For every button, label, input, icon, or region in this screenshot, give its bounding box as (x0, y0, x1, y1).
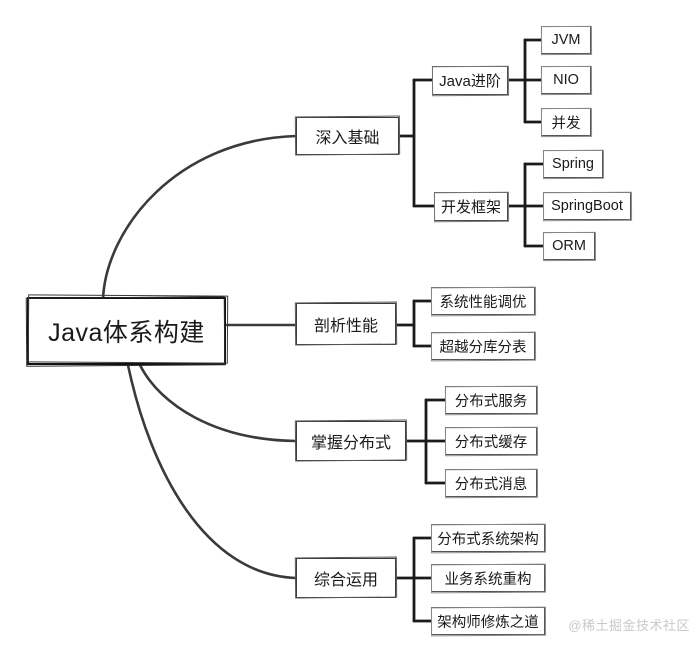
leaf-node-fenbushi-xitong-jiagou[interactable]: 分布式系统架构 (431, 524, 545, 552)
leaf-node-fenbushi-huancun[interactable]: 分布式缓存 (445, 427, 537, 455)
node-java-jinjie[interactable]: Java进阶 (432, 66, 508, 95)
leaf-node-jvm[interactable]: JVM (541, 26, 591, 54)
link-root-to-zonghe (126, 363, 298, 580)
leaf-node-yewu-xitong-zhonggou[interactable]: 业务系统重构 (431, 564, 545, 592)
branch-node-zhangwo-fenbushi[interactable]: 掌握分布式 (296, 421, 406, 461)
root-node[interactable]: Java体系构建 (27, 297, 226, 365)
leaf-node-spring[interactable]: Spring (543, 150, 603, 178)
branch-node-shenru-jichu[interactable]: 深入基础 (296, 117, 399, 155)
leaf-node-fenbushi-xiaoxi[interactable]: 分布式消息 (445, 469, 537, 497)
branch-node-zonghe-yunyong[interactable]: 综合运用 (296, 558, 396, 598)
branch-node-pouxi-xingneng[interactable]: 剖析性能 (296, 303, 396, 345)
leaf-node-nio[interactable]: NIO (541, 66, 591, 94)
leaf-node-fenbushi-fuwu[interactable]: 分布式服务 (445, 386, 537, 414)
link-root-to-fenbushi (138, 363, 298, 443)
watermark-label: @稀土掘金技术社区 (568, 618, 690, 633)
leaf-node-orm[interactable]: ORM (543, 232, 595, 260)
leaf-node-bingfa[interactable]: 并发 (541, 108, 591, 136)
leaf-node-xitong-xingneng-tiaoyou[interactable]: 系统性能调优 (431, 287, 535, 315)
leaf-node-chaoyue-fenku-fenbiao[interactable]: 超越分库分表 (431, 332, 535, 360)
leaf-node-springboot[interactable]: SpringBoot (543, 192, 631, 220)
link-root-to-shenru (101, 134, 298, 301)
leaf-node-jiagoushi-xiulian-zhidao[interactable]: 架构师修炼之道 (431, 607, 545, 635)
node-kaifa-kuangjia[interactable]: 开发框架 (434, 192, 508, 221)
